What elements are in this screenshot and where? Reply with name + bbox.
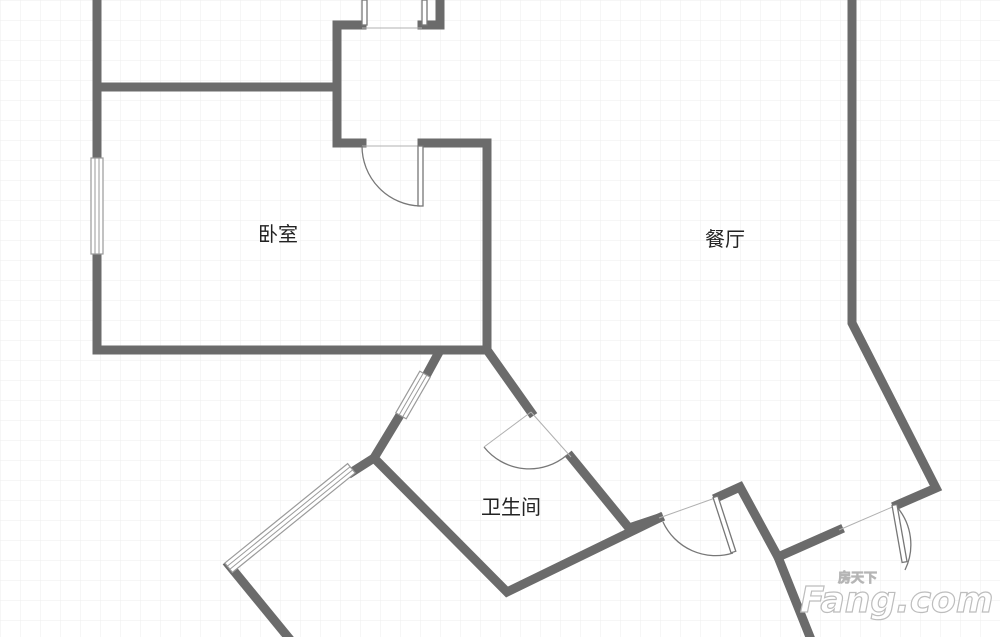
window-bedroom-left	[90, 157, 104, 255]
wall-top-stub	[417, 0, 445, 30]
door-dining	[838, 503, 912, 571]
watermark-brand: Fang.com	[800, 580, 993, 621]
wall-left-closet	[222, 558, 294, 637]
watermark-logo: 房天下 Fang.com	[799, 570, 994, 622]
walls	[92, 0, 943, 637]
wall-corridor	[712, 481, 785, 564]
window-lower-left-2	[223, 462, 357, 574]
doors	[361, 0, 912, 571]
door-bathroom	[483, 411, 572, 470]
door-top	[361, 0, 428, 29]
door-bedroom	[361, 145, 424, 207]
room-label-dining: 餐厅	[705, 227, 745, 251]
wall-bathroom-lower	[367, 451, 666, 598]
wall-dining-right	[847, 0, 943, 511]
windows	[90, 157, 432, 574]
wall-bathroom-upper	[480, 343, 538, 419]
wall-spine-lower	[332, 82, 367, 148]
door-corridor	[658, 495, 737, 557]
room-label-bathroom: 卫生间	[481, 495, 541, 519]
room-label-bedroom: 卧室	[258, 222, 298, 246]
wall-lower-left-diagonal	[419, 347, 445, 383]
watermark-brand-cn: 房天下	[838, 570, 877, 586]
window-lower-left-1	[394, 370, 432, 420]
wall-central-spine	[332, 20, 367, 92]
